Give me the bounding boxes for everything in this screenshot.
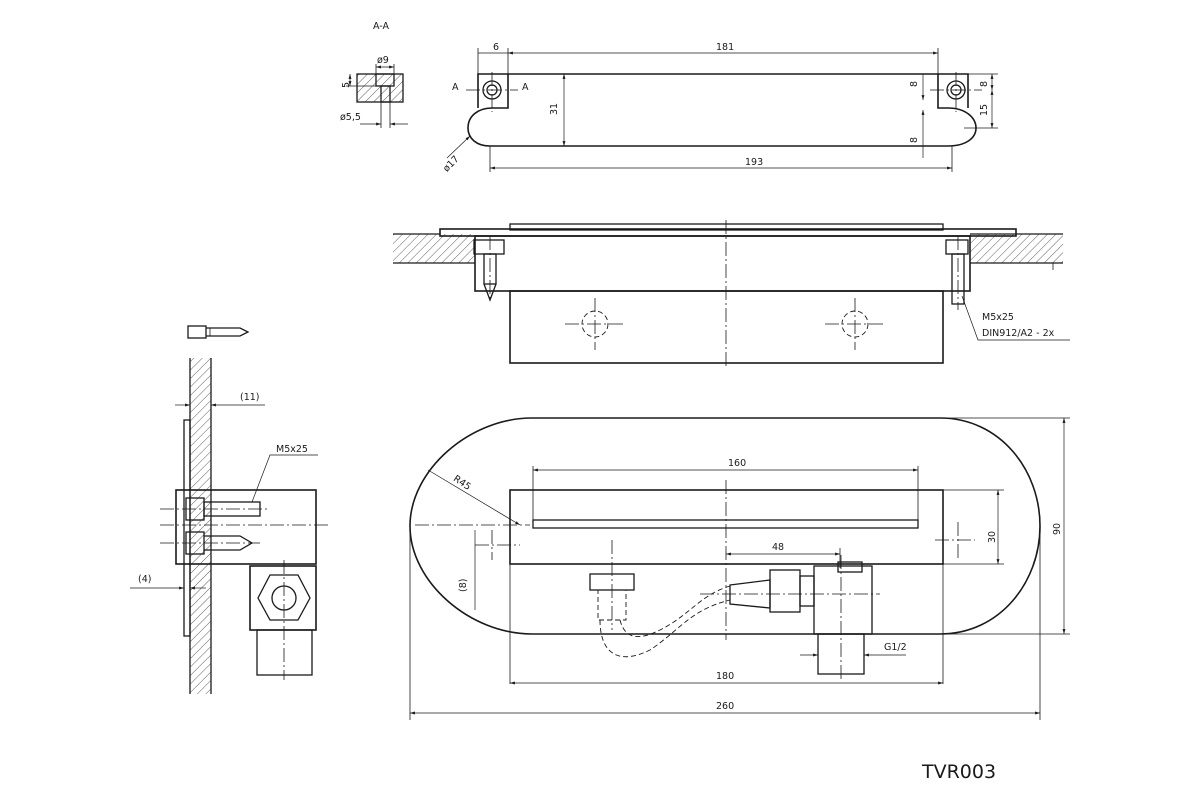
section-label: A-A — [373, 21, 390, 32]
right-ear — [938, 73, 969, 108]
dim-d9: ø9 — [377, 55, 389, 66]
screw-icon — [187, 325, 207, 339]
dim-r17: ø17 — [441, 154, 461, 174]
dim-6: 6 — [493, 42, 499, 53]
side-plate — [183, 419, 191, 637]
bracket-outline — [467, 73, 977, 147]
dim-11: (11) — [240, 392, 260, 403]
screw-spec-2: DIN912/A2 - 2x — [982, 328, 1055, 339]
front-view: M5x25 DIN912/A2 - 2x — [393, 220, 1070, 368]
dim-5: 5 — [341, 82, 352, 88]
plan-view: 160 48 30 90 (8) R45 — [409, 417, 1070, 720]
dim-8-a: 8 — [909, 81, 920, 87]
screw-leader — [961, 295, 1070, 341]
screw-spec-1: M5x25 — [982, 312, 1014, 323]
dim-4: (4) — [138, 574, 151, 585]
section-hatch — [357, 74, 403, 102]
dim-31: 31 — [549, 103, 560, 115]
thread-g1-2: G1/2 — [884, 642, 907, 653]
side-screw-spec: M5x25 — [276, 444, 308, 455]
through-hole — [380, 85, 391, 103]
side-body — [175, 489, 317, 565]
channel-outline — [509, 489, 944, 565]
cut-marker-left: A — [452, 82, 459, 93]
side-screw-leader — [251, 454, 318, 503]
dim-180: 180 — [716, 671, 734, 682]
dim-8: (8) — [458, 579, 469, 592]
cut-marker-right: A — [522, 82, 529, 93]
outer-oval — [409, 417, 1041, 635]
dim-260: 260 — [716, 701, 734, 712]
dim-8-c: 8 — [909, 137, 920, 143]
top-detail-view: A A 181 6 31 193 8 8 8 15 ø17 — [441, 42, 998, 174]
grate-slot — [532, 519, 919, 529]
side-pipe — [256, 629, 313, 676]
side-view: (11) M5x25 (4) — [130, 325, 330, 694]
dim-181: 181 — [716, 42, 734, 53]
tray-body — [509, 290, 944, 364]
drawing-code: TVR003 — [921, 761, 996, 783]
dim-d5-5: ø5,5 — [340, 112, 361, 123]
screw-head-right — [945, 239, 969, 255]
screw-head-left — [473, 239, 505, 255]
nut — [769, 569, 801, 613]
outlet-body — [813, 565, 873, 635]
dim-30: 30 — [987, 531, 998, 543]
section-a-a-view: A-A ø9 5 ø5,5 — [340, 21, 408, 128]
dim-48: 48 — [772, 542, 784, 553]
dim-15: 15 — [979, 104, 990, 116]
dim-90: 90 — [1052, 523, 1063, 535]
dim-8-b: 8 — [979, 81, 990, 87]
grate-top — [509, 223, 944, 231]
channel-body — [474, 235, 971, 292]
dim-160: 160 — [728, 458, 746, 469]
side-wall — [190, 358, 211, 694]
dim-193: 193 — [745, 157, 763, 168]
